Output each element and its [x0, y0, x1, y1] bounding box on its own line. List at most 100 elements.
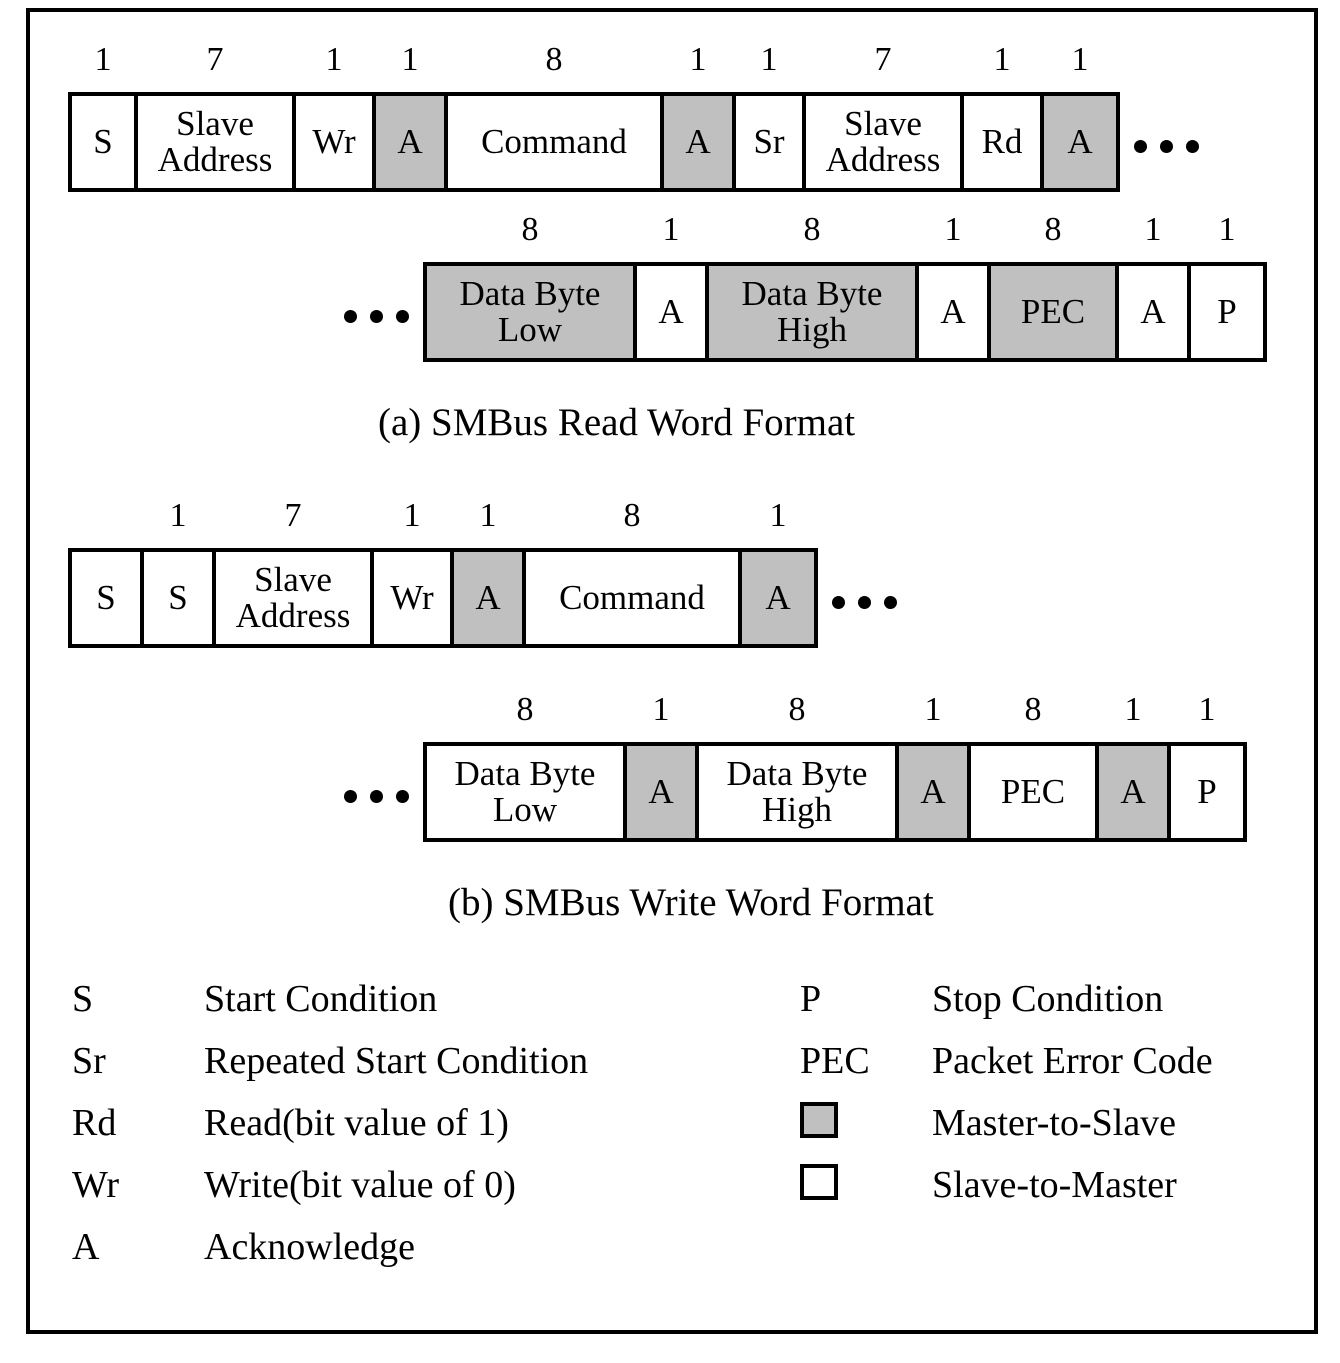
packet-field-bitcount: 1 [1071, 41, 1089, 78]
ellipsis-dot [370, 789, 383, 803]
packet-field-label: Data Byte Low [459, 274, 601, 349]
packet-field-bitcount: 8 [803, 211, 821, 248]
packet-field-bitcount: 1 [401, 41, 419, 78]
packet-field-bitcount: 1 [1124, 691, 1142, 728]
packet-field-bitcount: 1 [1198, 691, 1216, 728]
slave-to-master-swatch-icon [800, 1163, 838, 1200]
packet-field-bitcount: 1 [993, 41, 1011, 78]
legend-swatch-gray [800, 1101, 932, 1145]
packet-field-bitcount: 1 [169, 497, 187, 534]
packet-field-bitcount: 7 [874, 41, 892, 78]
ellipsis-dot [1186, 139, 1199, 153]
legend-key: P [800, 978, 822, 1020]
packet-field-label: PEC [1020, 292, 1086, 332]
packet-field-bitcount: 1 [403, 497, 421, 534]
packet-field-label: A [648, 772, 674, 812]
caption-write-word: (b) SMBus Write Word Format [448, 881, 934, 924]
packet-field-bitcount: 1 [944, 211, 962, 248]
legend-row-slave-to-master: Slave-to-Master [800, 1154, 1280, 1216]
packet-field-bitcount: 8 [545, 41, 563, 78]
legend-row-master-to-slave: Master-to-Slave [800, 1092, 1280, 1154]
ellipsis-dot [858, 595, 871, 609]
packet-field-bitcount: 8 [1044, 211, 1062, 248]
legend-key: Wr [72, 1164, 119, 1206]
packet-field-label: A [397, 122, 423, 162]
figure-frame [26, 8, 1318, 1334]
packet-field-label: Sr [753, 122, 785, 162]
packet-field-label: A [920, 772, 946, 812]
packet-field-bitcount: 1 [652, 691, 670, 728]
legend-row-a: A Acknowledge [72, 1216, 772, 1278]
packet-field-label: A [1067, 122, 1093, 162]
ellipsis-dot [1160, 139, 1173, 153]
packet-field-label: A [658, 292, 684, 332]
packet-field-label: Data Byte Low [454, 754, 596, 829]
packet-field-label: Command [559, 578, 705, 618]
packet-field-label: Wr [312, 122, 356, 162]
ellipsis-dot [344, 309, 357, 323]
leading-ellipsis [330, 270, 423, 362]
legend-key: PEC [800, 1040, 870, 1082]
legend-description: Packet Error Code [932, 1040, 1213, 1082]
packet-field-label: PEC [1000, 772, 1066, 812]
packet-field-bitcount: 8 [516, 691, 534, 728]
packet-field-bitcount: 1 [689, 41, 707, 78]
packet-field-bitcount: 1 [325, 41, 343, 78]
legend-description: Repeated Start Condition [204, 1040, 589, 1082]
packet-field-bitcount: 1 [769, 497, 787, 534]
ellipsis-dot [396, 309, 409, 323]
packet-field-label: Data Byte High [741, 274, 883, 349]
packet-field-bitcount: 1 [479, 497, 497, 534]
legend-key: S [72, 978, 94, 1020]
legend-description: Stop Condition [932, 978, 1164, 1020]
legend-row-pec: PEC Packet Error Code [800, 1030, 1280, 1092]
packet-field-label: Wr [390, 578, 434, 618]
caption-read-word: (a) SMBus Read Word Format [378, 401, 856, 444]
legend-row-sr: Sr Repeated Start Condition [72, 1030, 772, 1092]
packet-field-bitcount: 7 [284, 497, 302, 534]
ellipsis-dot [370, 309, 383, 323]
leading-ellipsis [330, 750, 423, 842]
packet-field-label: Data Byte High [726, 754, 868, 829]
legend-key: A [72, 1226, 100, 1268]
legend-key: Sr [72, 1040, 106, 1082]
packet-field-label: A [685, 122, 711, 162]
packet-field-label: P [1217, 292, 1237, 332]
legend-description: Read(bit value of 1) [204, 1102, 509, 1144]
legend-description: Acknowledge [204, 1226, 416, 1268]
